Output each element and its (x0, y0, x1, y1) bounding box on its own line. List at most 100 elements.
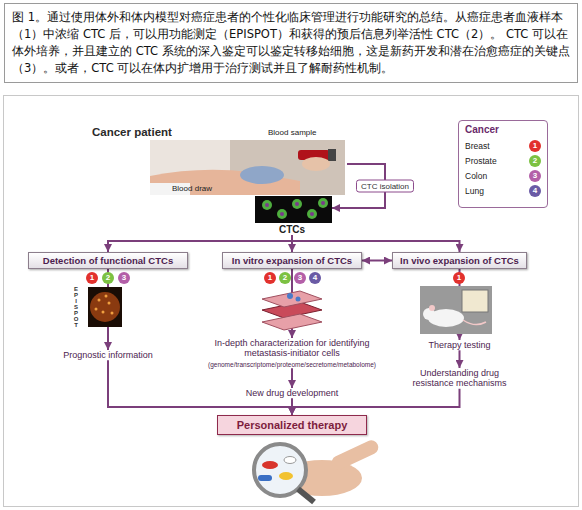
process-box: In vivo expansion of CTCs (392, 252, 527, 269)
legend-text: Lung (465, 186, 484, 196)
legend-text: Prostate (465, 156, 497, 166)
callout-number: 4 (533, 186, 537, 195)
outcome-text: Therapy testing (417, 340, 502, 350)
ctc-micrograph (255, 196, 332, 223)
episot-well-image (88, 287, 122, 327)
legend-row: Lung 4 (465, 183, 541, 198)
blood-draw-photo (328, 149, 336, 161)
therapy-pills-photo (279, 472, 293, 480)
image-label: Blood draw (172, 184, 212, 193)
culture-flask-stack (296, 297, 301, 302)
process-box: Detection of functional CTCs (28, 252, 188, 269)
callout-number: 3 (533, 171, 537, 180)
callout-number: 3 (118, 272, 130, 284)
legend-swatch: 4 (529, 185, 541, 197)
callout-number: 2 (533, 156, 537, 165)
therapy-pills-photo (262, 461, 278, 469)
callout-number: 1 (264, 272, 276, 284)
legend-swatch: 2 (529, 155, 541, 167)
result-box: Personalized therapy (217, 415, 367, 435)
episot-well-image (111, 312, 114, 315)
episot-well-image (105, 295, 108, 298)
outcome-text: In-depth characterization for identifyin… (197, 338, 387, 359)
flow-arrow (291, 368, 293, 388)
figure-frame (4, 96, 579, 507)
callout-number: 1 (86, 272, 98, 284)
image-label: CTCs (252, 224, 332, 235)
ctc-micrograph (277, 209, 287, 219)
legend-swatch: 1 (529, 140, 541, 152)
note-text: (genome/transcriptome/proteome/secretome… (197, 361, 387, 368)
therapy-pills-photo (298, 489, 314, 502)
flow-arrow (108, 235, 292, 252)
ctc-micrograph (321, 201, 325, 205)
outcome-text: In-depth characterization for identifyin… (197, 338, 387, 368)
ctc-micrograph (295, 202, 299, 206)
figure-caption: 图 1。通过使用体外和体内模型对癌症患者的个性化临床管理进行功能研究的总结。从癌… (4, 3, 578, 83)
node-text: New drug development (232, 388, 352, 398)
callout-number: 1 (453, 272, 465, 284)
legend-text: Colon (465, 171, 487, 181)
callout-number: 2 (102, 272, 114, 284)
blood-draw-photo (150, 140, 345, 195)
episot-well-image (90, 292, 120, 322)
episot-well-image (108, 302, 111, 305)
culture-flask-stack (262, 291, 322, 330)
blood-draw-photo (240, 166, 284, 184)
culture-flask-stack (262, 291, 322, 307)
callout-number: 3 (294, 272, 306, 284)
therapy-pills-photo (258, 475, 272, 481)
mouse-model-photo (462, 290, 488, 312)
patient-photo-node: Cancer patient Blood sampleBlood draw (92, 124, 347, 197)
flow-arrow (108, 360, 292, 415)
legend-row: Breast1 (465, 138, 541, 153)
legend-row: Colon 3 (465, 168, 541, 183)
ctc-micrograph (307, 209, 317, 219)
outcome-text: New drug development (232, 388, 352, 398)
therapy-pills-photo (254, 438, 381, 502)
edge-label: CTC isolation (356, 180, 414, 193)
therapy-pills-photo (329, 438, 380, 472)
legend-box: CancerBreast1Prostate 2Colon 3Lung 4 (458, 120, 548, 208)
culture-flask-stack (287, 293, 293, 299)
therapy-pills-photo (254, 444, 306, 496)
ctc-node: CTCs (252, 195, 332, 235)
node-text: Understanding drug resistance mechanisms (405, 368, 514, 389)
legend-title: Cancer (465, 124, 541, 135)
outcome-text: Understanding drug resistance mechanisms (405, 368, 514, 389)
ctc-micrograph (280, 212, 284, 216)
episot-well-image (88, 287, 122, 327)
ctc-micrograph (255, 196, 332, 223)
episot-well-image (98, 299, 101, 302)
blood-draw-photo (150, 140, 345, 195)
episot-well-image (95, 308, 98, 311)
ctc-micrograph (262, 200, 272, 210)
image-label: Blood sample (268, 128, 316, 137)
therapy-pills-photo (284, 457, 296, 464)
mouse-model-photo (420, 286, 492, 334)
callout-number: 1 (533, 141, 537, 150)
ctc-micrograph (292, 199, 302, 209)
flow-arrow (459, 350, 461, 368)
node-text: In vitro expansion of CTCs (232, 255, 352, 266)
node-text: Prognostic information (53, 350, 163, 360)
ctc-micrograph (318, 198, 328, 208)
process-box: In vitro expansion of CTCs (222, 252, 362, 269)
callout-number: 2 (279, 272, 291, 284)
ctc-micrograph (265, 203, 269, 207)
mouse-model-photo (420, 286, 492, 334)
episot-well-image (102, 311, 105, 314)
node-text: In vivo expansion of CTCs (400, 255, 519, 266)
ctc-micrograph (310, 212, 314, 216)
blood-draw-photo (302, 157, 330, 171)
panel-heading: Cancer patient (92, 126, 172, 138)
legend-swatch: 3 (529, 170, 541, 182)
callout-number: 4 (309, 272, 321, 284)
mouse-model-photo (429, 305, 435, 311)
flow-arrow (292, 235, 460, 252)
flow-arrow (362, 260, 392, 262)
culture-flask-stack (262, 314, 322, 330)
vertical-label: EPISPOT (72, 286, 79, 328)
outcome-text: Prognostic information (53, 350, 163, 360)
